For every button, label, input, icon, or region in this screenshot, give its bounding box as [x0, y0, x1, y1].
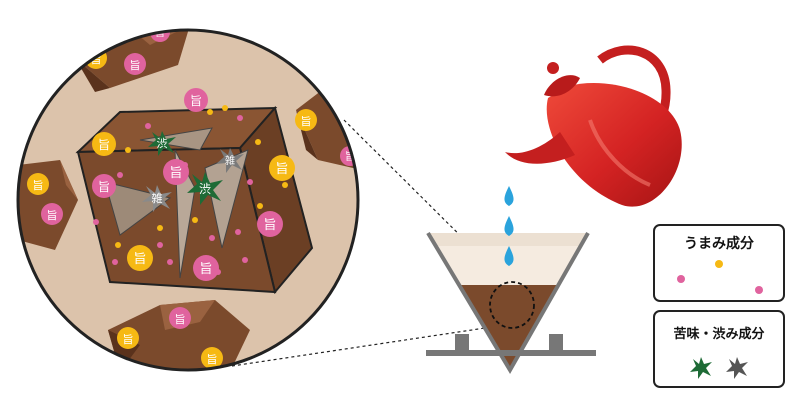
umami-component: 旨: [269, 155, 295, 181]
svg-text:旨: 旨: [169, 166, 182, 181]
umami-component: 旨: [184, 88, 208, 112]
umami-component: 旨: [41, 203, 63, 225]
svg-text:旨: 旨: [175, 313, 186, 326]
svg-text:旨: 旨: [190, 94, 202, 108]
svg-text:旨: 旨: [301, 115, 312, 128]
svg-text:旨: 旨: [155, 27, 165, 39]
svg-text:旨: 旨: [33, 179, 44, 192]
legend-umami-title: うまみ成分: [684, 236, 754, 252]
umami-component: 旨: [169, 307, 191, 329]
umami-component: 旨: [163, 159, 189, 185]
umami-component: 旨: [295, 109, 317, 131]
magnifier-border: [16, 28, 360, 372]
svg-text:旨: 旨: [47, 209, 58, 222]
bitter-component-4: 雑: [142, 185, 172, 212]
dripper-base: [426, 350, 596, 356]
umami-component: 旨: [201, 347, 223, 369]
shibu-label: 渋: [199, 182, 211, 196]
shibu-label: 渋: [157, 137, 168, 150]
svg-text:旨: 旨: [345, 151, 355, 163]
zoom-line-bottom: [231, 324, 506, 367]
svg-text:旨: 旨: [98, 180, 110, 194]
sparkle-icon: [690, 357, 712, 379]
magnifier: 渋 渋 雑 雑: [16, 27, 360, 372]
legend-bitter: 苦味・渋み成分: [653, 310, 785, 388]
umami-component: 旨: [117, 327, 139, 349]
umami-component: 旨: [92, 174, 116, 198]
legend-umami-dots: [677, 260, 763, 294]
svg-text:旨: 旨: [263, 218, 276, 233]
umami-component: 旨: [257, 211, 283, 237]
dripper-icon: [426, 231, 596, 374]
bitter-component-1: 渋: [148, 131, 176, 156]
umami-component: 旨: [193, 255, 219, 281]
zatsu-label: 雑: [152, 191, 163, 205]
zatsu-label: 雑: [225, 154, 235, 167]
kettle-icon: [505, 45, 682, 207]
bitter-component-3: 雑: [216, 148, 244, 173]
drop-icon: [504, 186, 514, 266]
sparkle-icon: [726, 357, 748, 379]
zoom-target: [489, 281, 535, 329]
svg-text:旨: 旨: [98, 138, 110, 152]
svg-text:旨: 旨: [275, 162, 288, 177]
legend-bitter-title: 苦味・渋み成分: [673, 327, 765, 342]
umami-component: 旨: [124, 53, 146, 75]
umami-component: 旨: [92, 132, 116, 156]
svg-text:旨: 旨: [199, 262, 212, 277]
legend-umami: うまみ成分: [653, 224, 785, 302]
svg-text:旨: 旨: [133, 252, 146, 267]
umami-component: 旨: [127, 245, 153, 271]
svg-text:旨: 旨: [207, 353, 218, 366]
umami-component: 旨: [27, 173, 49, 195]
svg-text:旨: 旨: [123, 333, 134, 346]
legend-bitter-icons: [690, 357, 748, 379]
svg-text:旨: 旨: [130, 59, 141, 72]
svg-text:旨: 旨: [91, 53, 102, 66]
bitter-component-2: 渋: [187, 172, 223, 205]
